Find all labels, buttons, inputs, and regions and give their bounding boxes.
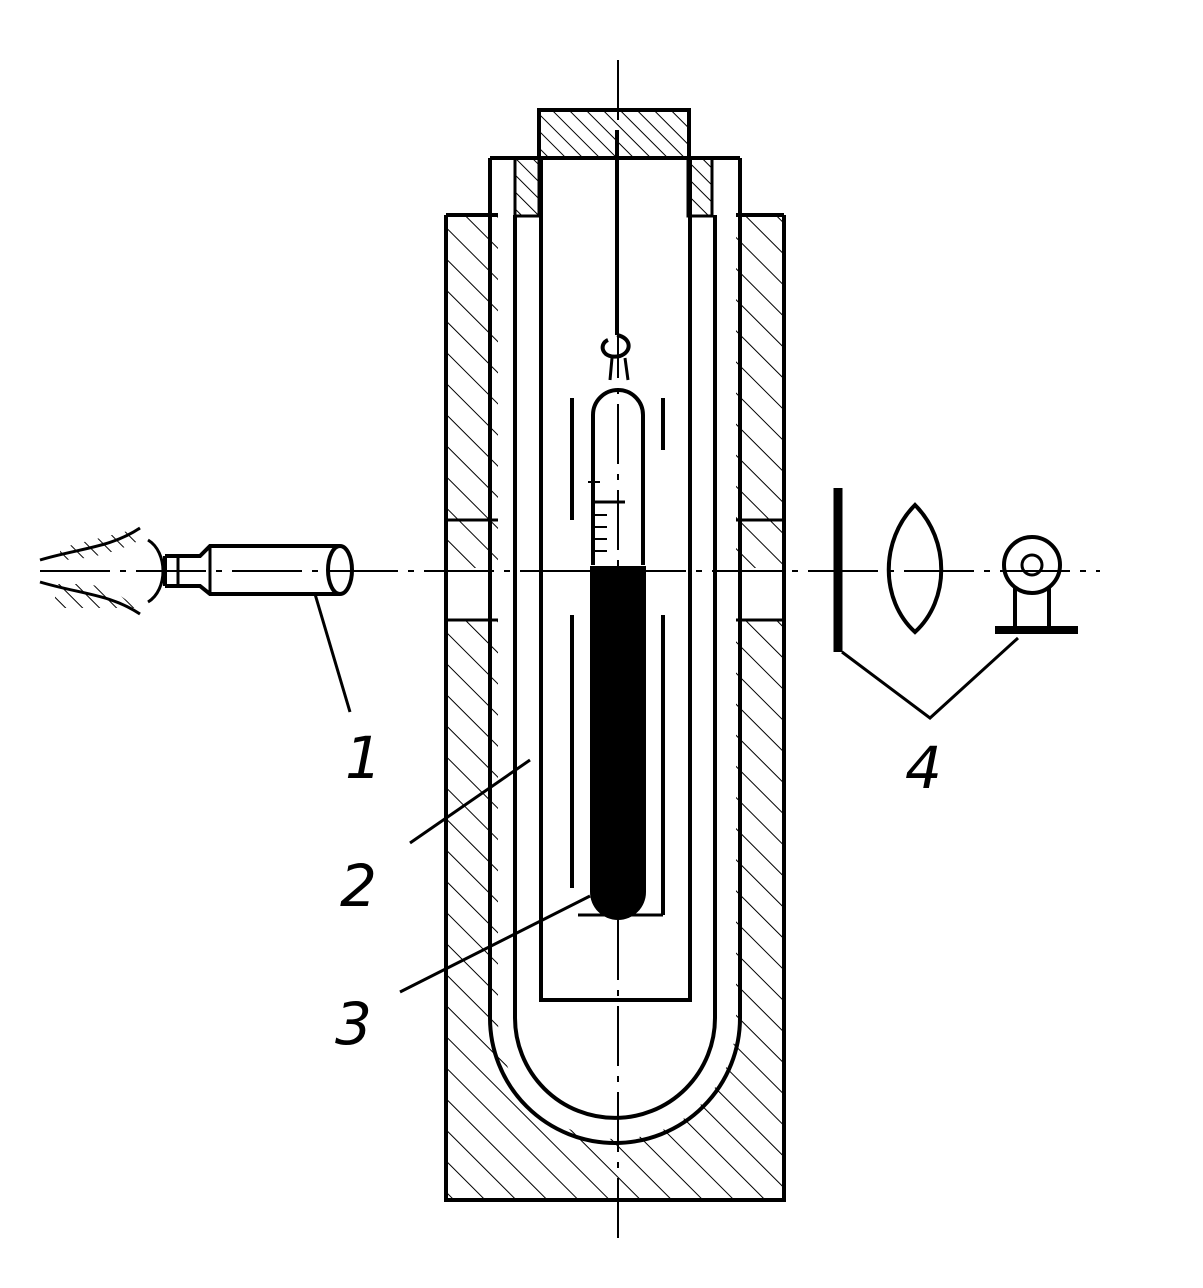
top-plug bbox=[537, 108, 691, 160]
lens bbox=[886, 502, 944, 635]
photocell bbox=[995, 535, 1078, 634]
collimator-tube bbox=[163, 544, 354, 596]
dewar-vessel bbox=[488, 156, 742, 1145]
guide-rails bbox=[570, 398, 665, 917]
suspension-hook bbox=[600, 130, 631, 381]
label-2: 2 bbox=[340, 852, 377, 920]
leader-lines bbox=[313, 593, 1020, 994]
label-3: 3 bbox=[335, 990, 372, 1058]
label-1: 1 bbox=[345, 724, 382, 792]
scale-marks bbox=[588, 481, 625, 552]
inner-chamber bbox=[539, 160, 692, 1002]
sample-tube bbox=[588, 388, 646, 920]
label-4: 4 bbox=[905, 734, 942, 802]
light-source bbox=[39, 526, 165, 616]
detector-assembly bbox=[833, 488, 1078, 652]
furnace-block bbox=[444, 213, 786, 1202]
